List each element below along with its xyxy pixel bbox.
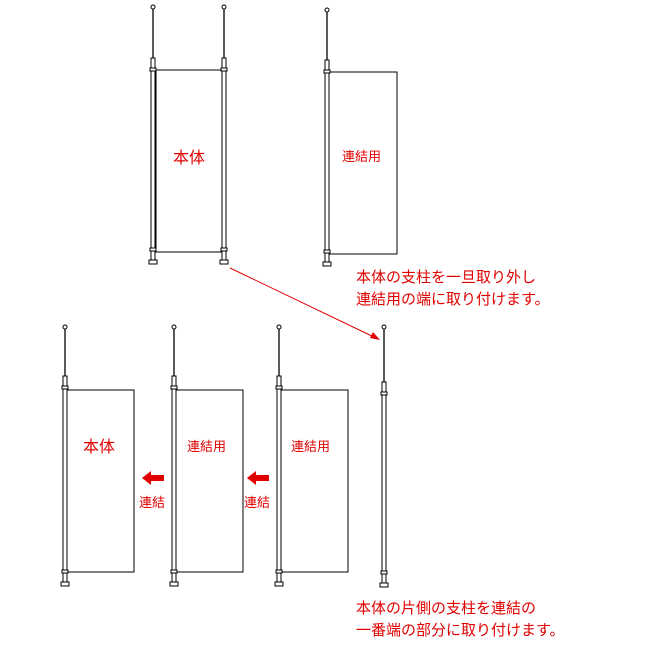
link-unit-pole-bottom-2-foot [274,581,284,587]
link-unit-pole-bracket-bottom [323,249,331,254]
removed-pole-bracket-top [380,391,388,396]
link-unit-pole-cap [324,7,330,13]
step1-note: 本体の支柱を一旦取り外し 連結用の端に取り付けます。 [356,266,550,310]
link-unit-pole-bottom-1-cap [171,324,177,330]
main-unit-pole-left-foot [148,259,158,265]
main-unit-pole-bottom-body [62,375,68,585]
main-unit-pole-left-bracket-bottom [149,247,157,252]
link-unit-label-top: 連結用 [342,150,382,165]
link-unit-panel-bottom-2 [280,389,349,573]
removed-pole-foot [379,582,389,588]
main-unit-pole-right-bracket-bottom [220,247,228,252]
link-unit-pole-bottom-2-body [276,375,282,585]
removed-pole-bracket-bottom [380,570,388,575]
main-unit-pole-left-bracket-top [149,67,157,72]
step2-note-line2: 一番端の部分に取り付けます。 [356,621,565,639]
main-unit-pole-bottom-cap [62,324,68,330]
main-unit-pole-right-foot [219,259,229,265]
link-unit-pole-bracket-top [323,69,331,74]
main-unit-panel-bottom [66,389,135,573]
main-unit-panel-top [155,69,223,253]
link-unit-pole-bottom-1-bracket-bottom [170,569,178,574]
guide-line [229,267,377,339]
removed-pole-body [381,381,387,586]
step2-note: 本体の片側の支柱を連結の 一番端の部分に取り付けます。 [356,597,565,641]
link-unit-pole-body [324,59,330,265]
link-unit-label-bottom-2: 連結用 [291,440,331,455]
link-unit-pole-bottom-2-bracket-bottom [275,569,283,574]
link-unit-panel-top [328,71,398,255]
main-unit-pole-bottom-foot [60,581,70,587]
connect-arrow-1 [142,471,164,485]
link-unit-pole-bottom-1-bracket-top [170,385,178,390]
main-unit-pole-bottom-bracket-bottom [61,569,69,574]
link-unit-pole-bottom-1-foot [169,581,179,587]
link-unit-pole-foot [322,261,332,267]
link-unit-pole-bottom-2-bracket-top [275,385,283,390]
step1-note-line1: 本体の支柱を一旦取り外し [356,268,537,286]
connect-arrow-2 [247,471,269,485]
main-unit-pole-left-body [150,57,156,263]
main-unit-pole-right-bracket-top [220,67,228,72]
link-unit-panel-bottom-1 [175,389,244,573]
main-unit-pole-right-body [221,57,227,263]
main-unit-pole-bottom-bracket-top [61,385,69,390]
step1-note-line2: 連結用の端に取り付けます。 [356,290,550,308]
link-unit-pole-bottom-1-body [171,375,177,585]
removed-pole-cap [381,324,387,330]
connect-label-2: 連結 [244,496,271,511]
step2-note-line1: 本体の片側の支柱を連結の [356,599,537,617]
main-unit-label-bottom: 本体 [83,437,116,456]
main-unit-pole-right-cap [221,4,227,10]
link-unit-pole-bottom-2-cap [276,324,282,330]
link-unit-label-bottom-1: 連結用 [187,440,227,455]
guide-arrowhead [370,332,380,340]
main-unit-pole-left-cap [150,4,156,10]
connect-label-1: 連結 [139,496,166,511]
main-unit-label-top: 本体 [173,148,206,167]
